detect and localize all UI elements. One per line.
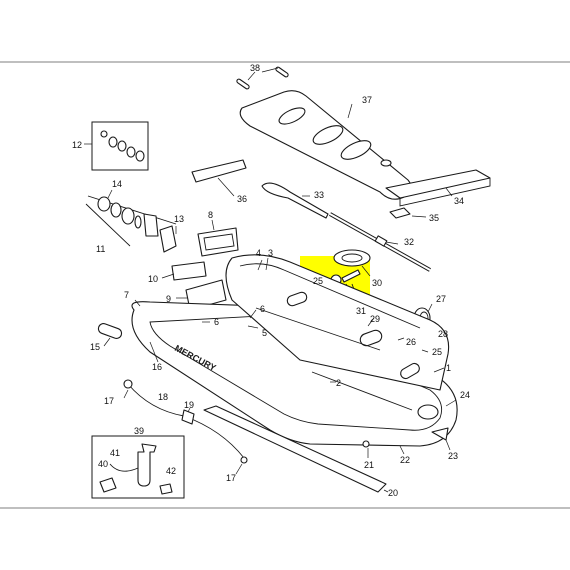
callout-7: 7 — [124, 290, 129, 300]
callout-5: 5 — [262, 328, 267, 338]
pump-kit-39 — [91, 435, 185, 499]
keel-strip-20 — [203, 405, 389, 493]
callout-34: 34 — [454, 196, 464, 206]
callout-25a: 25 — [313, 276, 323, 286]
callout-4: 4 — [256, 248, 261, 258]
oar-shaft-32 — [329, 212, 431, 272]
callout-40: 40 — [98, 459, 108, 469]
callout-6b: 6 — [214, 317, 219, 327]
callout-11: 11 — [96, 244, 105, 254]
callout-13: 13 — [174, 214, 184, 224]
callout-35: 35 — [429, 213, 439, 223]
callout-42: 42 — [166, 466, 176, 476]
callout-31: 31 — [356, 306, 366, 316]
callout-32: 32 — [404, 237, 414, 247]
callout-26: 26 — [406, 337, 416, 347]
hull-leaders — [134, 257, 457, 458]
patch-8 — [197, 219, 239, 257]
oarlock-30 — [333, 249, 371, 277]
callout-38: 38 — [250, 63, 260, 73]
plate-10 — [161, 261, 207, 281]
seat-34 — [385, 169, 491, 207]
callout-24: 24 — [460, 390, 470, 400]
callout-9: 9 — [166, 294, 171, 304]
callout-20: 20 — [388, 488, 398, 498]
strip-36 — [191, 159, 247, 197]
callout-17a: 17 — [104, 396, 114, 406]
callout-29: 29 — [370, 314, 380, 324]
callout-10: 10 — [148, 274, 158, 284]
callout-8: 8 — [208, 210, 213, 220]
callout-19: 19 — [184, 400, 194, 410]
callout-37: 37 — [362, 95, 372, 105]
callout-17b: 17 — [226, 473, 236, 483]
callout-2: 2 — [336, 378, 341, 388]
callout-28: 28 — [438, 329, 448, 339]
callout-18: 18 — [158, 392, 168, 402]
callout-14: 14 — [112, 179, 122, 189]
clip-35 — [389, 207, 427, 219]
callout-6a: 6 — [260, 304, 265, 314]
floorboard-37 — [239, 90, 413, 200]
callout-30: 30 — [372, 278, 382, 288]
callout-23: 23 — [448, 451, 458, 461]
callout-labels: 38 37 12 14 36 33 34 35 13 8 32 11 4 3 1… — [72, 63, 470, 498]
callout-16: 16 — [152, 362, 162, 372]
tow-rope-18 — [123, 379, 248, 475]
callout-21: 21 — [364, 460, 374, 470]
callout-36: 36 — [237, 194, 247, 204]
callout-39: 39 — [134, 426, 144, 436]
callout-15: 15 — [90, 342, 100, 352]
callout-33: 33 — [314, 190, 324, 200]
callout-25b: 25 — [432, 347, 442, 357]
callout-3: 3 — [268, 248, 273, 258]
valve-assembly-11 — [85, 189, 177, 253]
callout-27: 27 — [436, 294, 446, 304]
callout-41: 41 — [110, 448, 120, 458]
callout-1: 1 — [446, 363, 451, 373]
callout-12: 12 — [72, 140, 82, 150]
oar-33 — [261, 182, 329, 219]
handle-15 — [97, 323, 123, 347]
pins-38 — [236, 66, 289, 90]
bow-16 — [149, 341, 159, 363]
callout-22: 22 — [400, 455, 410, 465]
kit-12 — [84, 121, 149, 171]
inflatable-boat-hull — [131, 254, 458, 448]
